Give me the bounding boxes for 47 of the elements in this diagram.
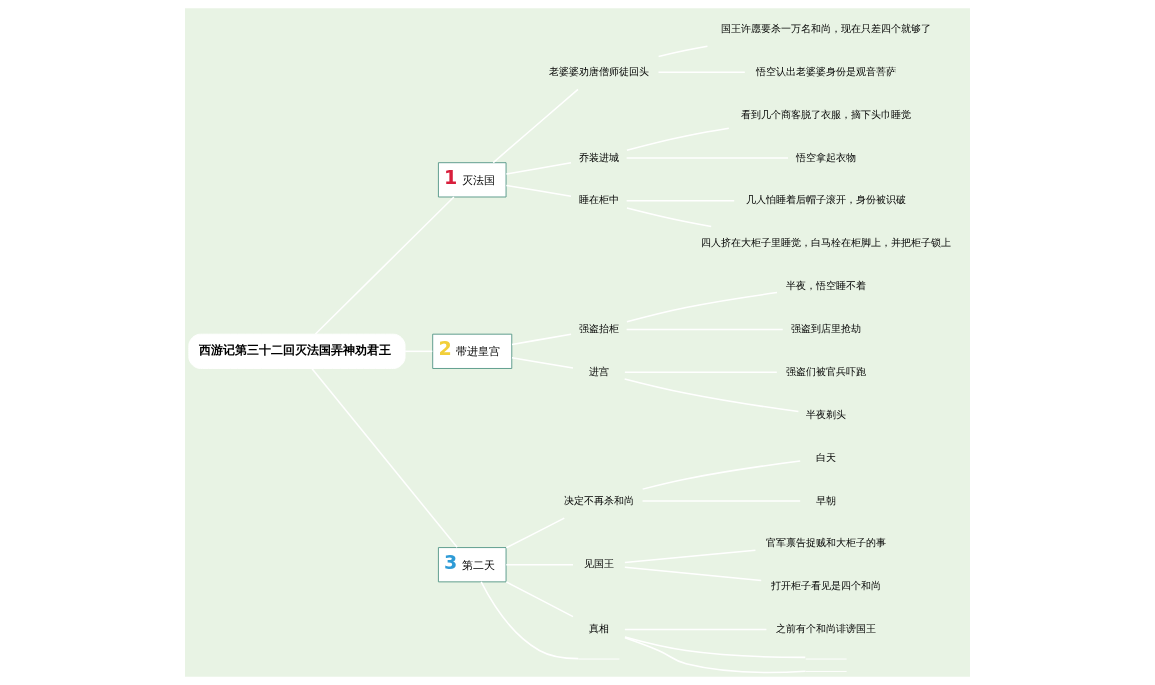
connector [623, 378, 800, 413]
node-box: 1 灭法国 [437, 162, 507, 198]
connector [626, 291, 778, 323]
node-text: 白天 [816, 450, 837, 463]
connector [505, 517, 566, 549]
node-text: 乔装进城 [578, 150, 619, 163]
node-text: 进宫 [588, 364, 609, 377]
node-text: 睡在柜中 [578, 193, 619, 206]
node-text: 强盗们被官兵吓跑 [786, 364, 867, 377]
connector [505, 161, 572, 175]
node-box: 西游记第三十二回灭法国弄神劝君王 [188, 333, 406, 369]
connector [624, 566, 762, 582]
connector [311, 368, 458, 549]
node-text: 看到几个商客脱了衣服，摘下头巾睡觉 [741, 107, 912, 120]
node-text: 国王许愿要杀一万名和尚，现在只差四个就够了 [721, 21, 932, 34]
node-text: 老婆婆劝唐僧师徒回头 [548, 64, 649, 77]
connector [511, 333, 572, 346]
node-text: 决定不再杀和尚 [563, 493, 634, 506]
node-text: 悟空拿起衣物 [796, 150, 857, 163]
connector [626, 207, 712, 228]
connector [657, 45, 709, 58]
connector [480, 581, 580, 660]
node-text: 真相 [588, 622, 609, 635]
connector [511, 357, 574, 369]
connector [624, 637, 807, 674]
connector [626, 127, 730, 152]
connector [624, 549, 757, 564]
connector [624, 636, 807, 659]
connector [505, 581, 574, 618]
node-text: 几人怕睡着后帽子滚开，身份被识破 [746, 193, 907, 206]
node-text: 四人挤在大柜子里睡觉，白马栓在柜脚上，并把柜子锁上 [701, 236, 952, 249]
node-box: 2 带进皇宫 [432, 333, 513, 369]
node-text: 强盗抬柜 [578, 322, 619, 335]
node-text: 见国王 [583, 557, 614, 570]
node-text: 半夜剃头 [806, 407, 847, 420]
node-text: 半夜，悟空睡不着 [786, 279, 867, 292]
connector [492, 88, 579, 164]
node-text: 强盗到店里抢劫 [791, 322, 862, 335]
connector [505, 184, 572, 198]
node-text: 官军禀告捉贼和大柜子的事 [766, 536, 887, 549]
node-text: 打开柜子看见是四个和尚 [771, 579, 882, 592]
node-box: 3 第二天 [437, 547, 507, 583]
node-text: 早朝 [816, 493, 837, 506]
connector [641, 460, 801, 490]
connector [314, 196, 455, 335]
node-text: 悟空认出老婆婆身份是观音菩萨 [756, 64, 897, 77]
node-text: 之前有个和尚诽谤国王 [776, 622, 877, 635]
